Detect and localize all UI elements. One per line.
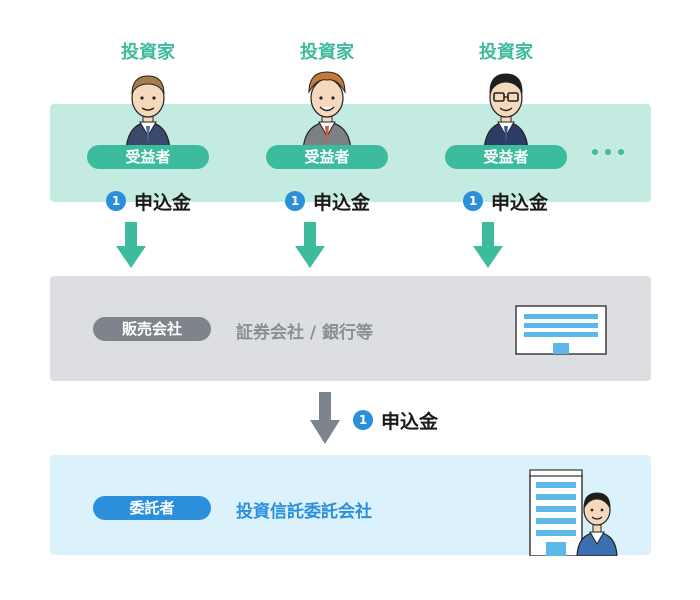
investor-label-3: 投資家 [479, 42, 533, 63]
step-number-badge: 1 [463, 191, 483, 211]
trustor-text: 投資信託委託会社 [236, 502, 372, 522]
investor-person-icon [125, 75, 171, 150]
investor-label-1: 投資家 [121, 42, 175, 63]
step-number-badge: 1 [285, 191, 305, 211]
step-number-badge: 1 [353, 410, 373, 430]
application-money-label: 申込金 [134, 191, 192, 214]
application-row-2: 1 申込金 [285, 188, 370, 214]
investor-label-2: 投資家 [300, 42, 354, 63]
application-row-3: 1 申込金 [463, 188, 548, 214]
beneficiary-badge-3: 受益者 [445, 145, 567, 169]
distributor-text: 証券会社 / 銀行等 [236, 323, 374, 343]
application-money-label: 申込金 [491, 191, 549, 214]
application-money-label: 申込金 [313, 191, 371, 214]
building-icon [515, 305, 607, 355]
building-icon [529, 469, 583, 556]
trustor-badge: 委託者 [93, 496, 211, 520]
step-number-badge: 1 [106, 191, 126, 211]
trustor-person-icon [576, 492, 618, 556]
application-row-1: 1 申込金 [106, 188, 191, 214]
application-row-distributor: 1 申込金 [353, 407, 438, 433]
arrow-down-icon [473, 222, 503, 268]
arrow-down-icon [310, 392, 340, 444]
beneficiary-badge-2: 受益者 [266, 145, 388, 169]
more-dots-icon [592, 149, 624, 155]
application-money-label: 申込金 [381, 410, 439, 433]
distributor-badge: 販売会社 [93, 317, 211, 341]
investor-person-icon [483, 73, 529, 150]
arrow-down-icon [116, 222, 146, 268]
arrow-down-icon [295, 222, 325, 268]
investor-person-icon [302, 71, 352, 150]
beneficiary-badge-1: 受益者 [87, 145, 209, 169]
